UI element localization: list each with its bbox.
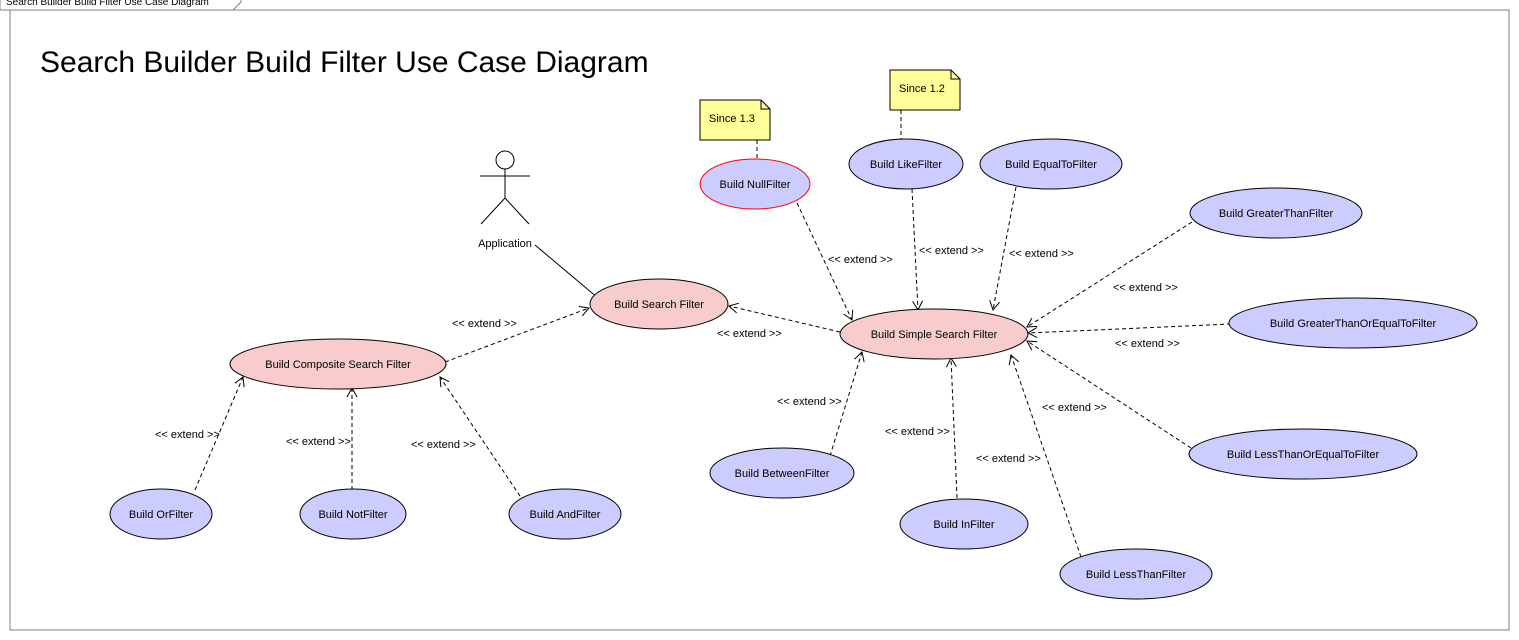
actor-head [495, 150, 515, 170]
note-text: Since 1.3 [709, 113, 755, 125]
diagram-title: Search Builder Build Filter Use Case Dia… [40, 46, 649, 79]
extend-in-to-simple [945, 356, 958, 499]
use-case-build-like-filter[interactable]: Build LikeFilter [848, 138, 964, 190]
extend-label: << extend >> [717, 328, 782, 340]
use-case-label: Build GreaterThanOrEqualToFilter [1270, 318, 1437, 330]
use-case-label: Build OrFilter [129, 509, 194, 521]
extend-label: << extend >> [452, 318, 517, 330]
extend-label: << extend >> [976, 453, 1041, 465]
use-case-build-simple-search-filter[interactable]: Build Simple Search Filter [839, 308, 1029, 360]
use-case-label: Build AndFilter [530, 509, 601, 521]
extend-label: << extend >> [1042, 402, 1107, 414]
extend-label: << extend >> [286, 436, 351, 448]
extend-simple-to-search [727, 302, 841, 333]
extend-gte-to-simple [1026, 323, 1232, 339]
use-case-build-composite-search-filter[interactable]: Build Composite Search Filter [229, 338, 447, 390]
use-case-build-in-filter[interactable]: Build InFilter [899, 498, 1029, 550]
note-text: Since 1.2 [899, 83, 945, 95]
use-case-label: Build GreaterThanFilter [1219, 208, 1334, 220]
extend-label: << extend >> [1113, 282, 1178, 294]
extend-lt-to-simple [1008, 354, 1082, 558]
extend-label: << extend >> [919, 245, 984, 257]
use-case-label: Build LessThanOrEqualToFilter [1227, 449, 1380, 461]
extend-null-to-simple [796, 202, 854, 321]
use-case-build-or-filter[interactable]: Build OrFilter [109, 488, 213, 540]
extend-gt-to-simple [1026, 221, 1193, 328]
frame-tab [0, 0, 242, 11]
use-case-build-not-filter[interactable]: Build NotFilter [299, 488, 407, 540]
extend-like-to-simple [911, 188, 923, 312]
use-case-label: Build BetweenFilter [735, 468, 830, 480]
use-case-build-equal-to-filter[interactable]: Build EqualToFilter [979, 138, 1123, 190]
frame-tab-label: Search Builder Build Filter Use Case Dia… [6, 0, 209, 8]
use-case-label: Build Composite Search Filter [265, 359, 411, 371]
use-case-label: Build NotFilter [318, 509, 387, 521]
use-case-build-and-filter[interactable]: Build AndFilter [508, 488, 622, 540]
note-since-1-2[interactable]: Since 1.2 [889, 69, 961, 111]
use-case-label: Build EqualToFilter [1005, 159, 1097, 171]
extend-label: << extend >> [885, 426, 950, 438]
extend-label: << extend >> [777, 396, 842, 408]
use-case-label: Build NullFilter [720, 179, 791, 191]
use-case-build-null-filter[interactable]: Build NullFilter [699, 158, 811, 210]
extend-composite-to-search [444, 305, 590, 363]
association-line [534, 244, 599, 299]
extend-label: << extend >> [1115, 338, 1180, 350]
use-case-build-less-than-or-equal-to-filter[interactable]: Build LessThanOrEqualToFilter [1188, 428, 1418, 480]
extend-label: << extend >> [828, 254, 893, 266]
extend-label: << extend >> [155, 429, 220, 441]
actor-application[interactable]: Application [478, 150, 532, 250]
use-case-build-greater-than-or-equal-to-filter[interactable]: Build GreaterThanOrEqualToFilter [1228, 297, 1478, 349]
extend-label: << extend >> [1009, 248, 1074, 260]
actor-label: Application [478, 238, 532, 250]
note-since-1-3[interactable]: Since 1.3 [699, 99, 771, 141]
extend-and-to-composite [439, 376, 521, 497]
extend-label: << extend >> [411, 439, 476, 451]
use-case-label: Build Simple Search Filter [871, 329, 998, 341]
use-case-build-between-filter[interactable]: Build BetweenFilter [709, 447, 855, 499]
use-case-label: Build LikeFilter [870, 159, 942, 171]
use-case-build-greater-than-filter[interactable]: Build GreaterThanFilter [1189, 187, 1363, 239]
use-case-label: Build LessThanFilter [1086, 569, 1187, 581]
use-case-label: Build InFilter [933, 519, 994, 531]
extend-lte-to-simple [1026, 340, 1192, 449]
use-case-build-search-filter[interactable]: Build Search Filter [589, 278, 729, 330]
use-case-build-less-than-filter[interactable]: Build LessThanFilter [1059, 548, 1213, 600]
use-case-label: Build Search Filter [614, 299, 704, 311]
